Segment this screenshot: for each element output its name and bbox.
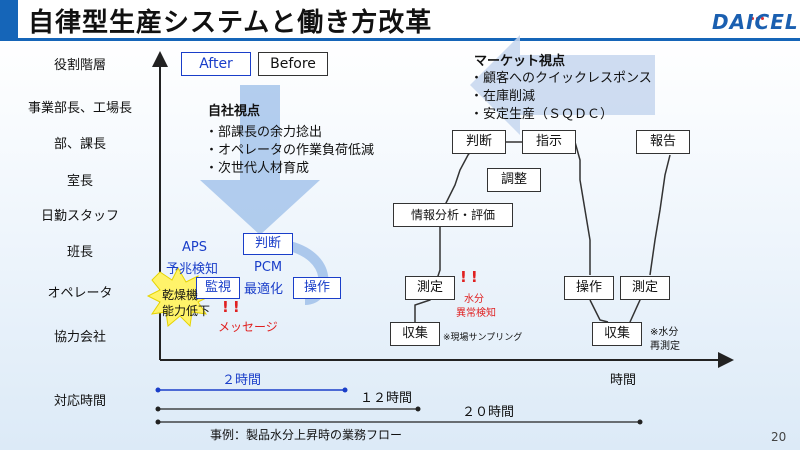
- role-header: 役割階層: [53, 58, 106, 73]
- market-view-item-2: ・在庫削減: [470, 89, 536, 104]
- role-response-time: 対応時間: [53, 394, 106, 409]
- before-analysis-box: 情報分析・評価: [393, 203, 513, 227]
- role-division-head: 事業部長、工場長: [27, 101, 132, 116]
- legend-before: Before: [258, 52, 328, 76]
- role-section-chief: 室長: [66, 174, 93, 189]
- role-operator: オペレータ: [47, 286, 113, 301]
- before-remeasure-box: 測定: [620, 276, 670, 300]
- after-message-label: メッセージ: [218, 320, 278, 334]
- caption: 事例：製品水分上昇時の業務フロー: [210, 428, 403, 442]
- role-partner: 協力会社: [53, 330, 106, 345]
- own-view-title: 自社視点: [208, 104, 261, 119]
- before-field-sampling-note: ※現場サンプリング: [443, 333, 523, 343]
- duration-2h-label: ２時間: [222, 373, 262, 388]
- market-view-title: マーケット視点: [474, 54, 566, 69]
- legend-after: After: [181, 52, 251, 76]
- before-remeasure-note-2: 再測定: [650, 341, 680, 352]
- burst-text-dryer: 乾燥機: [162, 288, 199, 302]
- after-operation-box: 操作: [293, 277, 341, 299]
- market-view-item-1: ・顧客へのクイックレスポンス: [470, 71, 652, 86]
- before-alert-icon: !!: [460, 268, 482, 286]
- after-monitor-box: 監視: [196, 277, 240, 299]
- alert-burst-icon: [146, 266, 212, 328]
- duration-12h-label: １２時間: [360, 391, 413, 406]
- title-accent-bar: [0, 0, 18, 38]
- logo-dots: [751, 5, 766, 24]
- own-view-item-2: ・オペレータの作業負荷低減: [205, 143, 375, 158]
- after-predictive-detection-label: 予兆検知: [166, 262, 219, 277]
- before-measure-box: 測定: [405, 276, 455, 300]
- background: [0, 38, 800, 450]
- before-remeasure-note-1: ※水分: [650, 327, 679, 338]
- market-view-item-3: ・安定生産（ＳＱＤＣ）: [470, 107, 614, 122]
- x-axis-label: 時間: [610, 373, 637, 388]
- before-judgment-box: 判断: [452, 130, 506, 154]
- before-instruction-box: 指示: [522, 130, 576, 154]
- role-manager: 部、課長: [53, 137, 106, 152]
- header-divider: [0, 38, 800, 41]
- company-logo: DAICEL: [712, 10, 799, 34]
- after-optimization-label: 最適化: [244, 282, 284, 297]
- page-number: 20: [771, 430, 787, 444]
- before-anomaly-detect-label: 異常検知: [456, 308, 496, 319]
- market-view-arrow: [470, 35, 655, 135]
- before-flow-line-3: [589, 299, 609, 323]
- after-alert-icon: !!: [222, 298, 244, 316]
- after-aps-label: APS: [182, 240, 207, 255]
- duration-20h-label: ２０時間: [462, 405, 515, 420]
- before-collect-box: 収集: [390, 322, 440, 346]
- before-report-box: 報告: [636, 130, 690, 154]
- after-judgment-box: 判断: [243, 233, 293, 255]
- role-team-leader: 班長: [66, 245, 93, 260]
- after-pcm-label: PCM: [254, 260, 283, 275]
- before-operation-box: 操作: [564, 276, 614, 300]
- before-collect-box-2: 収集: [592, 322, 642, 346]
- own-view-item-1: ・部課長の余力捻出: [205, 125, 323, 140]
- before-adjustment-box: 調整: [487, 168, 541, 192]
- role-day-staff: 日勤スタッフ: [40, 209, 119, 224]
- page-title: 自律型生産システムと働き方改革: [28, 8, 433, 38]
- burst-text-capacity-drop: 能力低下: [162, 304, 211, 318]
- own-view-arrow: [200, 85, 320, 235]
- own-view-item-3: ・次世代人材育成: [205, 161, 310, 176]
- before-moisture-label: 水分: [464, 294, 484, 305]
- before-flow-line-2: [506, 141, 591, 275]
